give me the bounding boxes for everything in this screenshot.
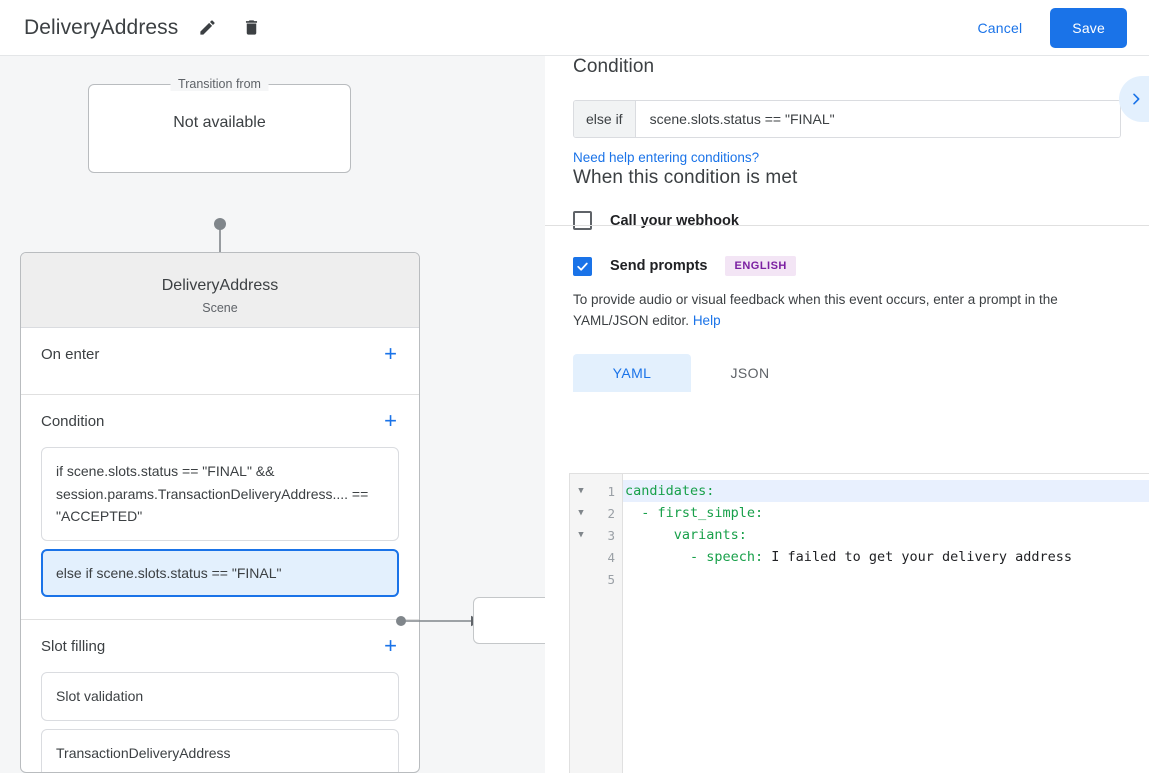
panel-divider [545, 225, 1149, 226]
editor-code-key: - first_simple: [625, 505, 764, 521]
add-slot-filling-button[interactable]: + [384, 633, 397, 659]
check-icon [577, 262, 588, 271]
call-webhook-label: Call your webhook [610, 212, 739, 229]
condition-input-row[interactable]: else if [573, 100, 1121, 138]
editor-code-line[interactable]: - speech: I failed to get your delivery … [623, 546, 1149, 568]
trash-icon-glyph [245, 20, 257, 35]
slot-item-transaction-delivery-address[interactable]: TransactionDeliveryAddress [41, 728, 399, 772]
editor-code-area[interactable]: candidates: - first_simple: variants: - … [623, 474, 1149, 773]
flow-canvas[interactable]: Transition from Not available Transition… [0, 56, 545, 773]
chevron-right-icon-glyph [1133, 93, 1140, 105]
section-on-enter: On enter + [21, 328, 419, 395]
send-prompts-row[interactable]: Send prompts ENGLISH [573, 256, 1121, 276]
send-prompts-checkbox[interactable] [573, 256, 592, 276]
top-app-bar: DeliveryAddress Cancel Save [0, 0, 1149, 56]
section-head-on-enter: On enter + [41, 328, 399, 380]
when-condition-met-section: When this condition is met Call your web… [545, 167, 1149, 392]
downstream-node[interactable] [473, 597, 545, 644]
editor-code-line[interactable]: candidates: [623, 480, 1149, 502]
condition-item[interactable]: if scene.slots.status == "FINAL" && sess… [41, 447, 399, 542]
chevron-right-icon[interactable] [1119, 76, 1149, 122]
tab-json[interactable]: JSON [691, 354, 809, 392]
section-head-slot-filling: Slot filling + [41, 620, 399, 672]
add-condition-button[interactable]: + [384, 408, 397, 433]
tab-yaml[interactable]: YAML [573, 353, 691, 392]
scene-name: DeliveryAddress [161, 277, 279, 294]
condition-section: Condition else if Need help entering con… [545, 56, 1149, 167]
editor-gutter-line: ▼3 [570, 524, 622, 546]
cancel-button[interactable]: Cancel [964, 11, 1037, 45]
editor-code-key: candidates: [625, 483, 715, 499]
editor-code-line[interactable] [623, 568, 1149, 590]
fold-arrow-icon[interactable]: ▼ [578, 485, 584, 496]
section-condition: Condition + if scene.slots.status == "FI… [21, 395, 419, 621]
webhook-row[interactable]: Call your webhook [573, 211, 1121, 230]
fold-arrow-icon[interactable]: ▼ [578, 507, 584, 518]
section-label-condition: Condition [41, 412, 105, 430]
call-webhook-checkbox[interactable] [573, 211, 592, 230]
editor-line-number: 2 [607, 505, 615, 521]
scene-type: Scene [202, 301, 238, 315]
language-badge: ENGLISH [725, 256, 796, 276]
editor-format-tabs: YAML JSON [573, 353, 1121, 392]
editor-line-number: 1 [607, 483, 615, 499]
transition-from-node[interactable]: Transition from Not available [88, 77, 351, 173]
condition-help-link[interactable]: Need help entering conditions? [573, 150, 760, 165]
condition-expression-input[interactable] [635, 101, 1120, 137]
pencil-icon-glyph [200, 20, 215, 35]
editor-line-number: 5 [607, 571, 615, 587]
prompt-description-text: To provide audio or visual feedback when… [573, 292, 1058, 328]
prompt-description: To provide audio or visual feedback when… [573, 290, 1121, 332]
editor-gutter-line: ▼2 [570, 502, 622, 524]
condition-prefix-label: else if [574, 101, 636, 137]
pencil-icon[interactable] [192, 13, 222, 43]
condition-heading: Condition [573, 56, 655, 77]
scene-header: DeliveryAddress Scene [21, 253, 419, 328]
editor-gutter-line: ▼1 [570, 480, 622, 502]
prompt-help-link[interactable]: Help [692, 312, 721, 328]
editor-code-value: I failed to get your delivery address [763, 549, 1073, 565]
transition-to-node[interactable]: Transition to DeliveryAddress Scene On e… [20, 252, 420, 773]
editor-code-line[interactable]: variants: [623, 524, 1149, 546]
send-prompts-label: Send prompts [610, 258, 708, 274]
editor-line-number: 4 [607, 549, 615, 565]
when-met-heading: When this condition is met [573, 167, 798, 188]
editor-gutter-line: 4 [570, 546, 622, 568]
trash-icon[interactable] [236, 13, 266, 43]
save-button[interactable]: Save [1050, 7, 1127, 48]
transition-from-title: Not available [173, 114, 266, 131]
page-title: DeliveryAddress [24, 15, 179, 39]
section-label-slot-filling: Slot filling [41, 637, 106, 655]
editor-gutter-line: 5 [570, 568, 622, 590]
condition-item-selected[interactable]: else if scene.slots.status == "FINAL" [41, 549, 399, 598]
add-on-enter-button[interactable]: + [384, 341, 397, 366]
section-label-on-enter: On enter [41, 345, 100, 363]
editor-code-key: variants: [625, 527, 747, 543]
slot-validation-item[interactable]: Slot validation [41, 672, 399, 721]
fold-arrow-icon[interactable]: ▼ [578, 529, 584, 540]
transition-from-legend: Transition from [170, 77, 269, 91]
section-slot-filling: Slot filling + Slot validation Transacti… [21, 620, 419, 772]
section-head-condition: Condition + [41, 395, 399, 447]
editor-line-number: 3 [607, 527, 615, 543]
editor-code-key: - speech: [625, 549, 764, 565]
editor-code-line[interactable]: - first_simple: [623, 502, 1149, 524]
